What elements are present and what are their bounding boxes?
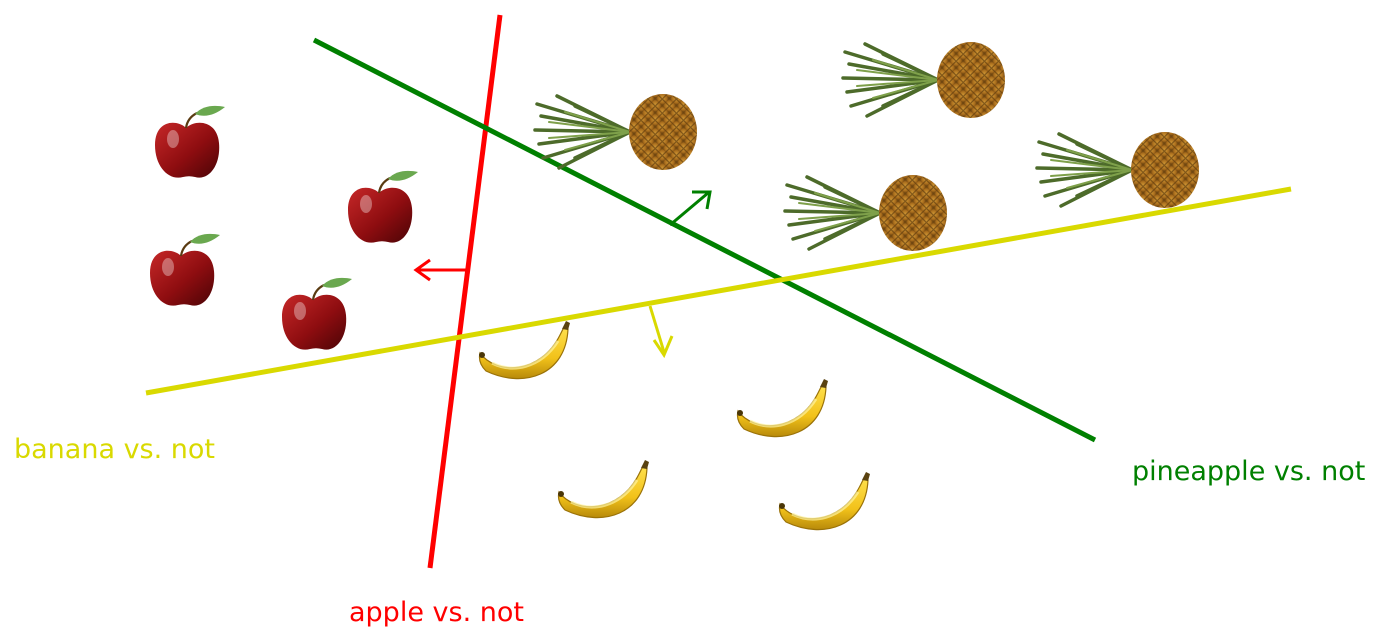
apple-classifier-line xyxy=(427,14,503,569)
banana-icon xyxy=(777,470,872,532)
pineapple-icon xyxy=(841,40,1007,120)
banana-classifier-line xyxy=(145,186,1292,396)
pineapple-icon xyxy=(533,92,699,172)
banana-icon xyxy=(556,458,651,520)
apple-icon xyxy=(346,169,420,244)
pineapple-classifier-line xyxy=(312,37,1097,443)
pineapple-normal-arrow xyxy=(669,190,712,227)
pineapple-icon xyxy=(783,173,949,253)
banana-icon xyxy=(735,377,830,439)
apple-icon xyxy=(148,232,222,307)
apple-icon xyxy=(153,104,227,179)
apple-normal-arrow xyxy=(413,258,466,282)
pineapple-icon xyxy=(1035,130,1201,210)
banana-normal-arrow xyxy=(648,305,674,359)
pineapple-classifier-label: pineapple vs. not xyxy=(1132,456,1365,487)
apple-classifier-label: apple vs. not xyxy=(349,597,524,628)
apple-icon xyxy=(280,276,354,351)
banana-classifier-label: banana vs. not xyxy=(14,434,215,465)
